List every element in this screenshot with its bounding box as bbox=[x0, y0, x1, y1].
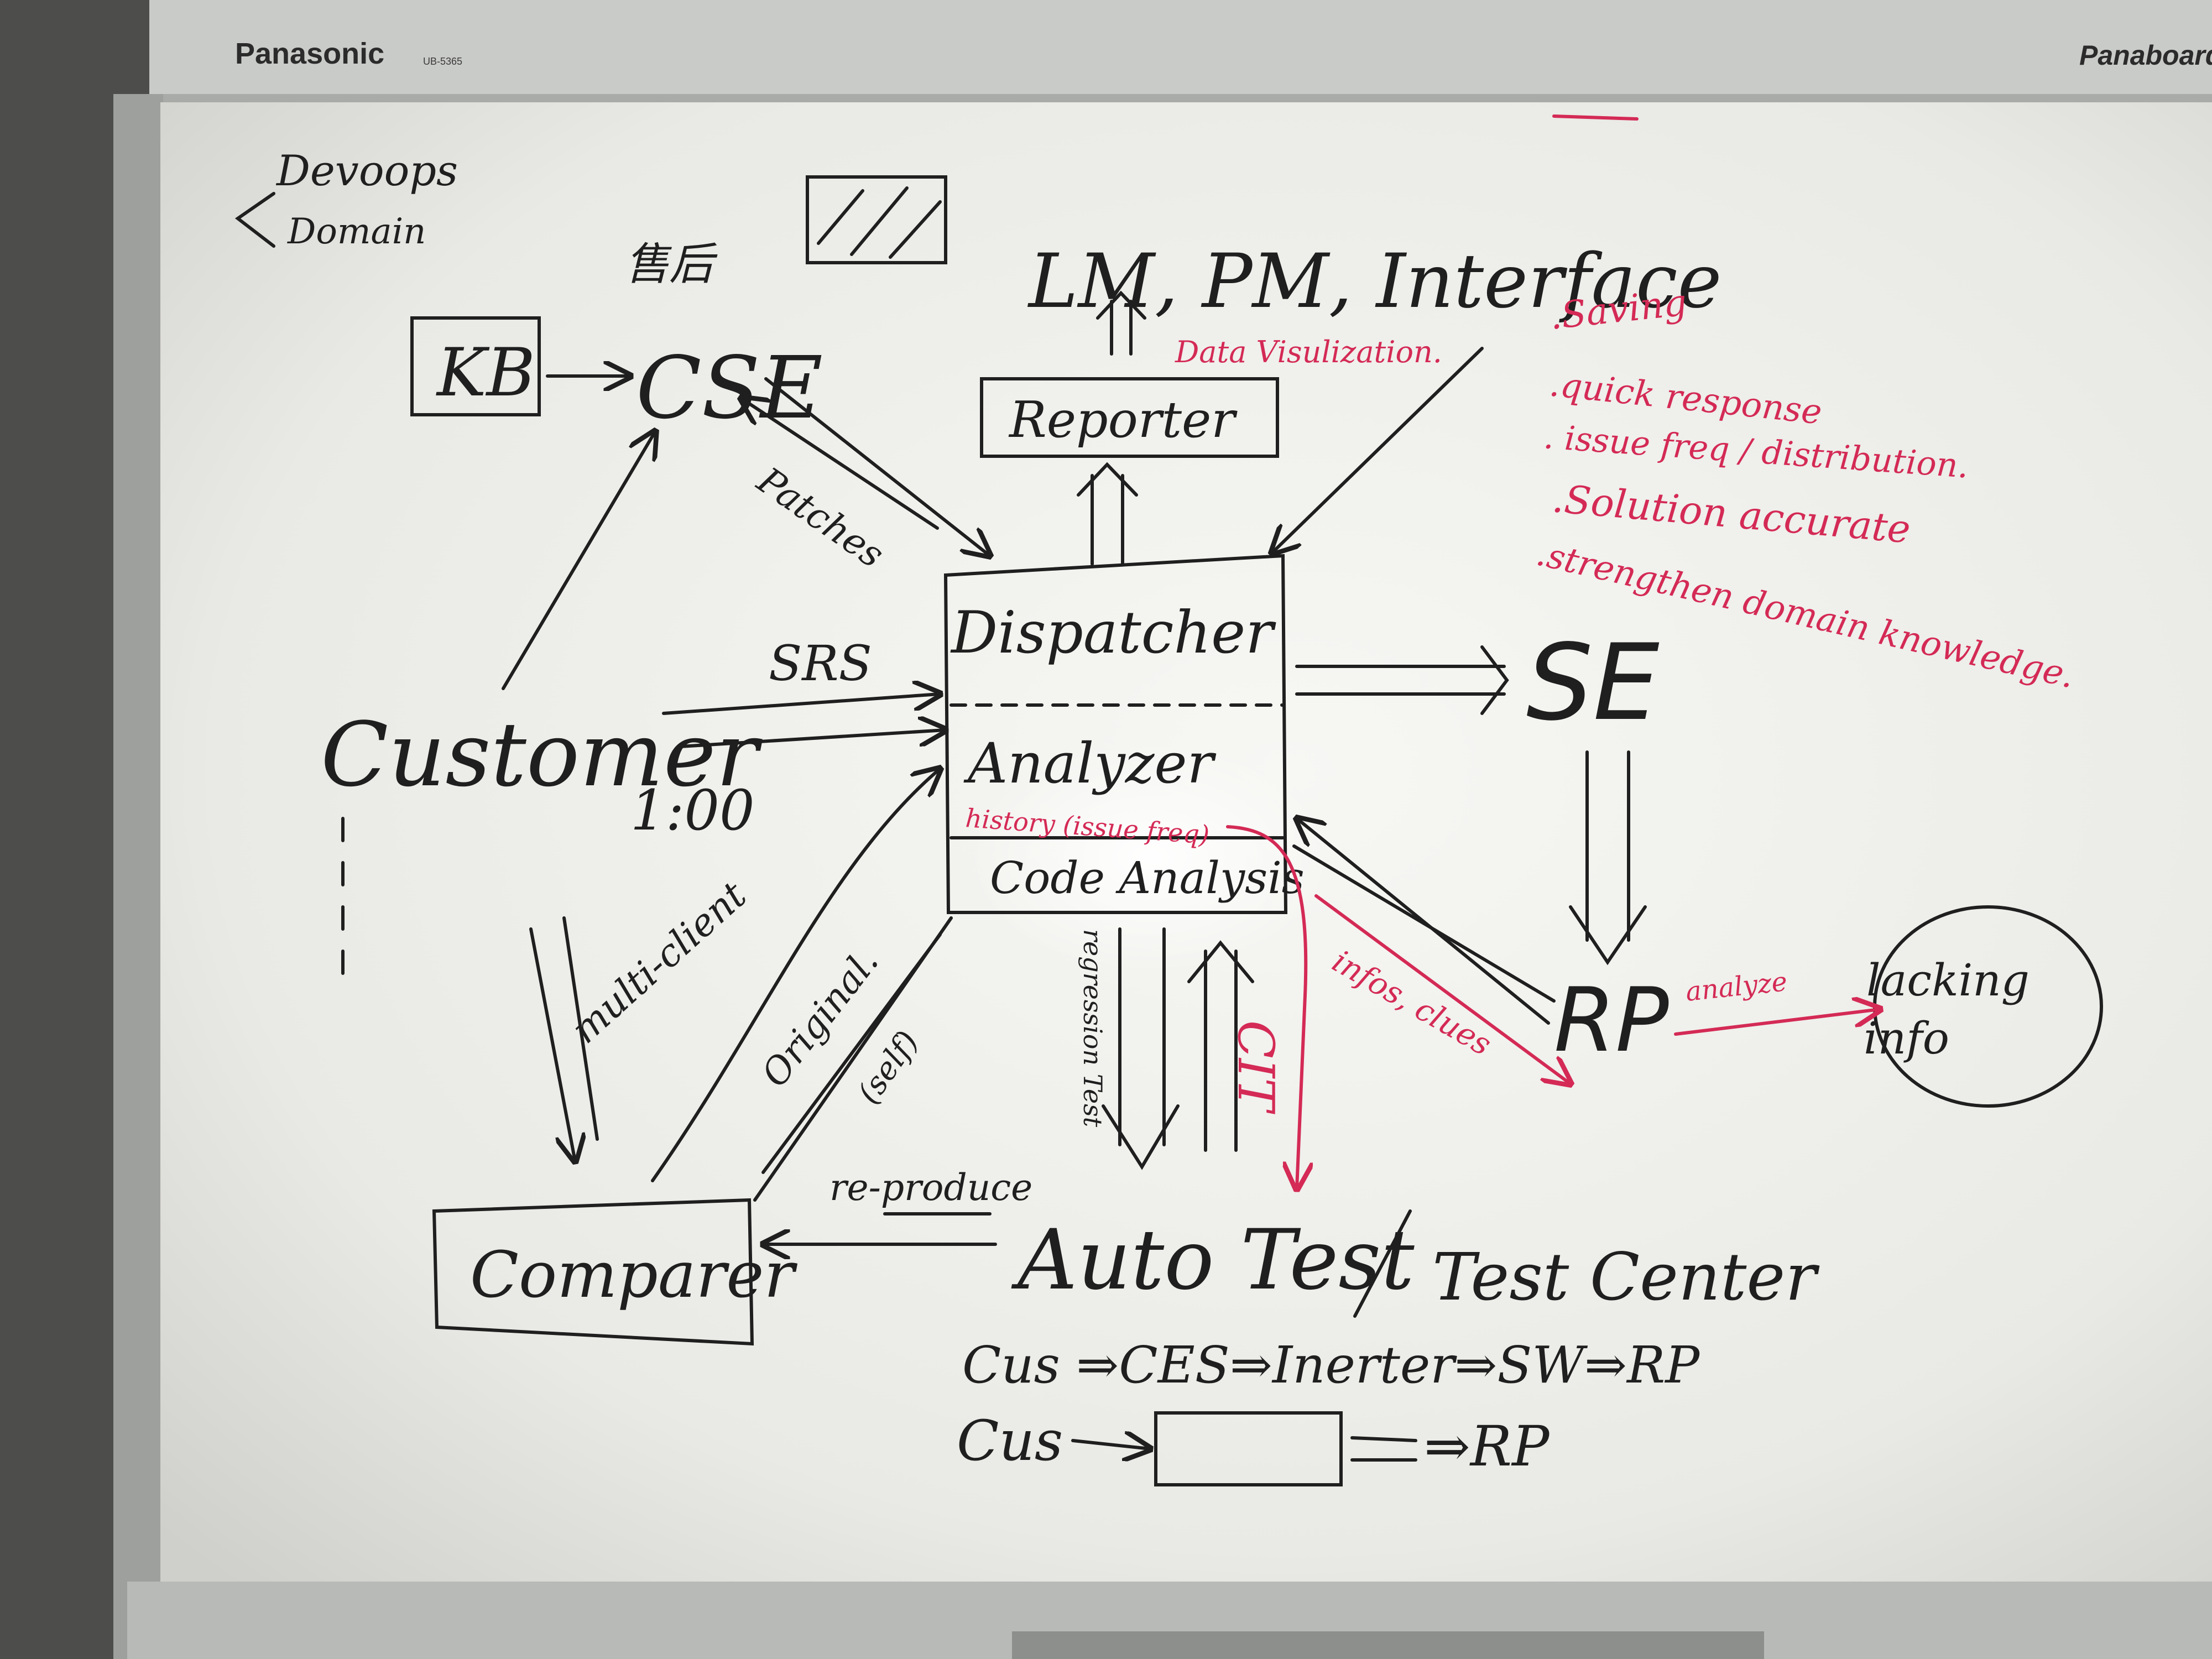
ratio-label: 1:00 bbox=[630, 778, 755, 843]
top-frame bbox=[149, 0, 2212, 100]
red-scribble bbox=[1552, 114, 1639, 121]
red-arrow-history-to-autotest bbox=[1226, 825, 1306, 1189]
kb-box bbox=[410, 316, 541, 416]
customer-label: Customer bbox=[321, 703, 763, 806]
srs-label: SRS bbox=[769, 635, 872, 692]
arrow-dispatcher-to-cse bbox=[741, 398, 939, 530]
data-visualization-label: Data Visulization. bbox=[1175, 335, 1442, 369]
auto-test-label: Auto Test bbox=[1011, 1212, 1415, 1308]
arrow-cse-to-dispatcher bbox=[764, 377, 990, 556]
red-arrow-infos bbox=[1314, 894, 1571, 1084]
hatch-lines bbox=[817, 186, 942, 259]
left-frame bbox=[113, 94, 163, 1659]
cit-label: CIT bbox=[1227, 1020, 1285, 1114]
comparer-label: Comparer bbox=[470, 1238, 797, 1312]
arrow-srs-2 bbox=[679, 730, 946, 748]
red-ink-strokes bbox=[1226, 114, 1880, 1189]
arrow-srs-1 bbox=[662, 694, 940, 715]
arrow-rp-to-dispatcher bbox=[1297, 818, 1550, 1025]
reporter-box bbox=[980, 377, 1279, 458]
se-label: SE bbox=[1526, 622, 1660, 744]
dispatcher-label: Dispatcher bbox=[950, 599, 1276, 666]
cjk-note: 售后 bbox=[625, 238, 718, 290]
cse-label: CSE bbox=[636, 338, 823, 438]
devops-label-2: Domain bbox=[287, 211, 426, 252]
arrow-original-2 bbox=[753, 916, 953, 1202]
reproduce-label: re-produce bbox=[830, 1166, 1032, 1209]
arrow-se-to-rp bbox=[1585, 750, 1630, 942]
flow-arrow-out bbox=[1350, 1436, 1417, 1462]
tray-slot bbox=[1012, 1631, 1764, 1659]
info-label: info bbox=[1864, 1013, 1949, 1064]
red-arrow-analyze bbox=[1674, 1009, 1880, 1036]
lm-pm-interface: LM, PM, Interface bbox=[1027, 238, 1722, 325]
brand-left: Panasonic bbox=[235, 37, 384, 70]
flow-line-2-end: ⇒RP bbox=[1424, 1414, 1550, 1479]
code-analysis-label: Code Analysis bbox=[990, 852, 1305, 904]
arrow-multiclient-1 bbox=[529, 927, 575, 1161]
light-glare bbox=[968, 741, 1333, 973]
flow-line-1: Cus ⇒CES⇒Inerter⇒SW⇒RP bbox=[962, 1335, 1700, 1395]
arrow-comparer-to-analyzer bbox=[651, 769, 940, 1182]
kb-label: KB bbox=[436, 335, 535, 411]
brand-right: Panaboard bbox=[2079, 40, 2212, 71]
arrow-multiclient-2 bbox=[562, 916, 599, 1141]
arrow-dispatcher-to-reporter bbox=[1091, 474, 1124, 566]
arrow-customer-to-cse bbox=[502, 431, 655, 690]
comparer-box bbox=[432, 1198, 754, 1346]
black-ink-strokes bbox=[234, 175, 2103, 1486]
model-label: UB-5365 bbox=[423, 56, 462, 67]
regression-test-label: regression Test bbox=[1078, 929, 1108, 1128]
flow-line-2-start: Cus bbox=[957, 1408, 1063, 1473]
test-center-label: Test Center bbox=[1432, 1239, 1820, 1315]
dispatcher-box bbox=[943, 554, 1288, 914]
arrow-rp-line bbox=[1292, 844, 1556, 1003]
reporter-label: Reporter bbox=[1008, 391, 1238, 449]
arrow-cit-up bbox=[1204, 950, 1238, 1152]
lacking-label: lacking bbox=[1866, 954, 2030, 1006]
devops-label-1: Devoops bbox=[275, 146, 458, 195]
rp-label: RP bbox=[1554, 968, 1669, 1072]
arrow-reporter-up bbox=[1110, 300, 1133, 356]
arrow-regression bbox=[1118, 927, 1166, 1146]
hatched-box bbox=[806, 175, 947, 264]
arrow-dispatcher-to-se bbox=[1295, 665, 1506, 696]
flow-box bbox=[1154, 1411, 1343, 1486]
devops-bracket bbox=[234, 192, 275, 248]
flow-arrow-in bbox=[1071, 1441, 1150, 1449]
arrow-interface-to-dispatcher bbox=[1272, 347, 1484, 553]
analyzer-label: Analyzer bbox=[963, 731, 1217, 796]
slash bbox=[1353, 1209, 1412, 1318]
